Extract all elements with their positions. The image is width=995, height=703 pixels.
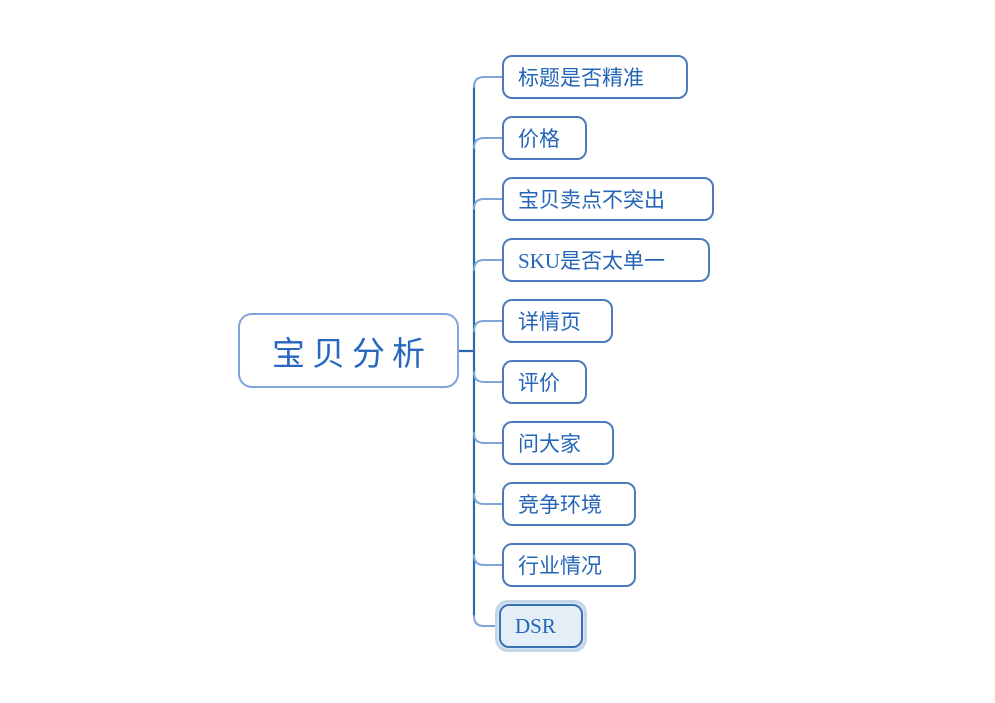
mindmap-node-10[interactable]: DSR xyxy=(499,604,583,648)
mindmap-node-8[interactable]: 竞争环境 xyxy=(502,482,636,526)
mindmap-node-label: 行业情况 xyxy=(518,554,602,578)
connector-path xyxy=(473,76,503,88)
mindmap-node-2[interactable]: 价格 xyxy=(502,116,587,160)
connector-path xyxy=(473,432,503,444)
mindmap-node-label: 标题是否精准 xyxy=(518,66,644,90)
mindmap-node-label: 宝贝卖点不突出 xyxy=(518,188,665,212)
mindmap-node-label: 详情页 xyxy=(518,310,581,334)
mindmap-node-label: 价格 xyxy=(518,127,560,151)
mindmap-node-5[interactable]: 详情页 xyxy=(502,299,613,343)
connector-path xyxy=(473,371,503,383)
mindmap-node-4[interactable]: SKU是否太单一 xyxy=(502,238,710,282)
connector-path xyxy=(473,493,503,505)
connector-path xyxy=(473,615,496,627)
connector-path xyxy=(473,137,503,149)
mindmap-node-9[interactable]: 行业情况 xyxy=(502,543,636,587)
mindmap-node-label: DSR xyxy=(515,613,556,638)
connector-path xyxy=(473,198,503,210)
connector-path xyxy=(473,259,503,271)
mindmap-node-7[interactable]: 问大家 xyxy=(502,421,614,465)
connector-path xyxy=(473,320,503,332)
mindmap-node-3[interactable]: 宝贝卖点不突出 xyxy=(502,177,714,221)
mindmap-node-label: 问大家 xyxy=(518,432,581,456)
mindmap-node-1[interactable]: 标题是否精准 xyxy=(502,55,688,99)
mindmap-node-label: SKU是否太单一 xyxy=(518,249,666,273)
connector-path xyxy=(473,554,503,566)
mindmap-node-6[interactable]: 评价 xyxy=(502,360,587,404)
mindmap-node-label: 评价 xyxy=(518,371,560,395)
root-node-label: 宝贝分析 xyxy=(272,336,432,373)
root-node[interactable]: 宝贝分析 xyxy=(238,313,459,388)
mindmap-node-label: 竞争环境 xyxy=(518,493,602,517)
